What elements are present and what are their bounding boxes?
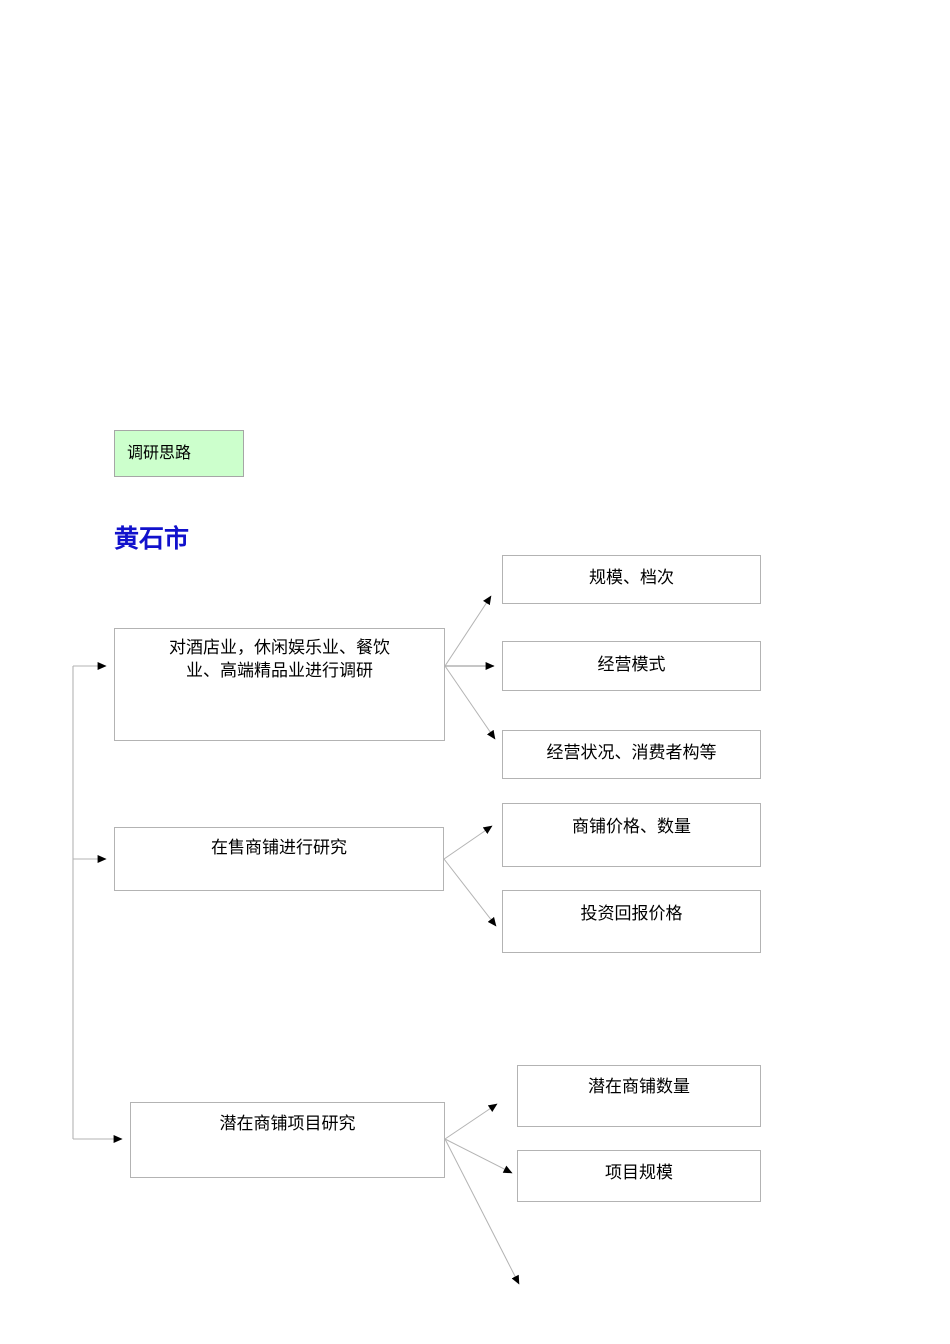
- flow-node-s1: 规模、档次: [502, 555, 761, 604]
- flow-node-s2: 经营模式: [502, 641, 761, 691]
- p3-fanout-connectors: [444, 1103, 520, 1285]
- flow-node-p1: 对酒店业，休闲娱乐业、餐饮 业、高端精品业进行调研: [114, 628, 445, 741]
- flow-node-p2: 在售商铺进行研究: [114, 827, 444, 891]
- flow-node-s3: 经营状况、消费者构等: [502, 730, 761, 779]
- flow-node-s5: 投资回报价格: [502, 890, 761, 953]
- flow-node-s4: 商铺价格、数量: [502, 803, 761, 867]
- legend-tag-label: 调研思路: [127, 444, 192, 462]
- flow-node-s7-label: 项目规模: [605, 1163, 673, 1182]
- flow-node-s6-label: 潜在商铺数量: [588, 1077, 690, 1096]
- p1-fanout-connectors: [444, 595, 496, 740]
- section-heading: 黄石市: [114, 526, 190, 553]
- flow-node-s7: 项目规模: [517, 1150, 761, 1202]
- flow-node-p3-label: 潜在商铺项目研究: [219, 1114, 356, 1133]
- flow-node-s4-label: 商铺价格、数量: [572, 817, 691, 836]
- flow-node-p3: 潜在商铺项目研究: [130, 1102, 445, 1178]
- flow-node-p2-label: 在售商铺进行研究: [211, 838, 347, 857]
- p2-fanout-connectors: [443, 825, 497, 927]
- flow-node-s2-label: 经营模式: [597, 655, 666, 674]
- flow-node-s6: 潜在商铺数量: [517, 1065, 761, 1127]
- flow-node-s5-label: 投资回报价格: [580, 904, 683, 923]
- flow-node-p1-label: 对酒店业，休闲娱乐业、餐饮 业、高端精品业进行调研: [169, 638, 390, 680]
- flow-node-s1-label: 规模、档次: [589, 568, 674, 587]
- legend-tag-box: 调研思路: [114, 430, 244, 477]
- flow-node-s3-label: 经营状况、消费者构等: [546, 743, 717, 762]
